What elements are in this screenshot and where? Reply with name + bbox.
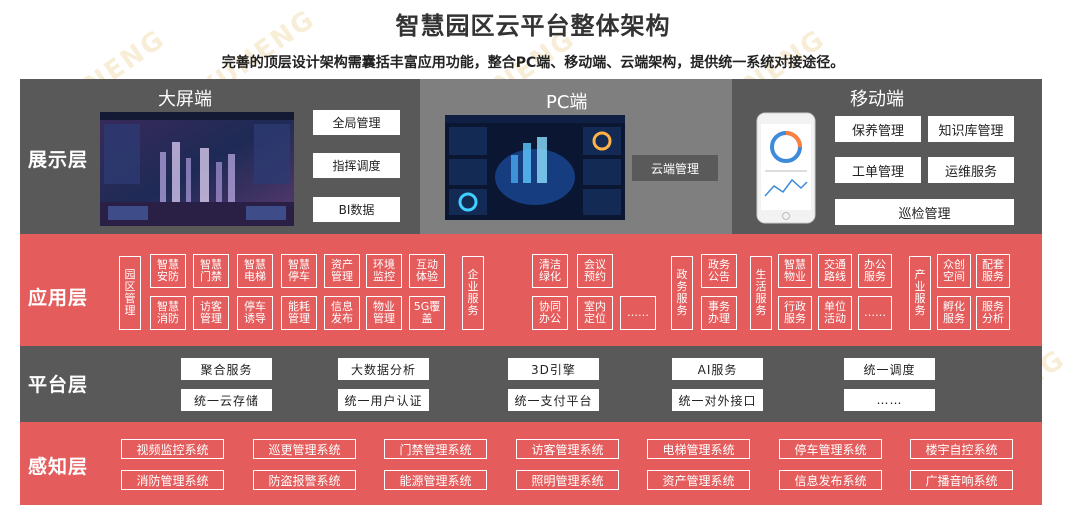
app-service-box: 互动体验 [409,254,445,288]
display-layer-label: 展示层 [28,149,89,171]
app-service-box: 政务服务 [671,256,693,330]
perception-system-box: 资产管理系统 [647,470,750,490]
page-subtitle: 完善的顶层设计架构需囊括丰富应用功能，整合PC端、移动端、云端架构，提供统一系统… [221,55,845,71]
platform-service-box: 聚合服务 [181,358,272,380]
app-service-box: 停车诱导 [237,296,273,330]
big-screen-title: 大屏端 [158,89,212,110]
app-service-box: 产业服务 [909,256,931,330]
app-service-box: 会议预约 [577,254,613,288]
app-service-box: 智慧物业 [778,254,812,288]
perception-system-box: 楼宇自控系统 [910,439,1013,459]
perception-system-box: 广播音响系统 [910,470,1013,490]
app-service-box: 众创空间 [937,254,971,288]
platform-service-box: …… [844,389,935,411]
app-service-box: 协同办公 [532,296,568,330]
app-service-box: 智慧电梯 [237,254,273,288]
app-service-box: 室内定位 [577,296,613,330]
perception-system-box: 访客管理系统 [516,439,619,459]
app-service-box: 访客管理 [193,296,229,330]
perception-layer-band [20,422,1042,505]
app-service-box: 政务公告 [701,254,737,288]
app-service-box: 行政服务 [778,296,812,330]
pc-title: PC端 [546,92,588,113]
app-service-box: 园区管理 [119,256,141,330]
mobile-item: 巡检管理 [835,199,1014,225]
app-service-box: 交通路线 [818,254,852,288]
platform-service-box: 统一支付平台 [508,389,599,411]
big-screen-item: BI数据 [313,197,400,222]
app-service-box: 智慧停车 [281,254,317,288]
perception-system-box: 防盗报警系统 [253,470,356,490]
perception-system-box: 照明管理系统 [516,470,619,490]
perception-layer-label: 感知层 [28,456,89,478]
big-screen-item: 指挥调度 [313,153,400,178]
app-service-box: 企业服务 [462,256,484,330]
app-service-box: 物业管理 [366,296,402,330]
app-service-box: 智慧安防 [150,254,186,288]
perception-system-box: 消防管理系统 [121,470,224,490]
platform-layer-label: 平台层 [28,374,89,396]
big-screen-image [100,112,294,226]
application-layer-band [20,234,1042,346]
platform-service-box: AI服务 [672,358,763,380]
platform-service-box: 3D引擎 [508,358,599,380]
app-service-box: 服务分析 [976,296,1010,330]
app-service-box: 单位活动 [818,296,852,330]
perception-system-box: 视频监控系统 [121,439,224,459]
app-service-box: 能耗管理 [281,296,317,330]
app-service-box: …… [858,296,892,330]
app-service-box: 资产管理 [324,254,360,288]
pc-item: 云端管理 [632,155,718,181]
perception-system-box: 能源管理系统 [384,470,487,490]
app-service-box: 智慧门禁 [193,254,229,288]
app-service-box: 配套服务 [976,254,1010,288]
app-service-box: 信息发布 [324,296,360,330]
big-screen-item: 全局管理 [313,110,400,135]
perception-system-box: 信息发布系统 [779,470,882,490]
app-service-box: …… [620,296,656,330]
app-service-box: 办公服务 [858,254,892,288]
page-title: 智慧园区云平台整体架构 [395,12,671,40]
app-service-box: 清洁绿化 [532,254,568,288]
perception-system-box: 停车管理系统 [779,439,882,459]
perception-system-box: 门禁管理系统 [384,439,487,459]
app-service-box: 事务办理 [701,296,737,330]
platform-service-box: 统一对外接口 [672,389,763,411]
mobile-item: 工单管理 [835,157,921,183]
mobile-item: 知识库管理 [928,116,1014,142]
platform-service-box: 大数据分析 [338,358,429,380]
app-service-box: 5G覆盖 [409,296,445,330]
platform-service-box: 统一调度 [844,358,935,380]
mobile-title: 移动端 [850,89,904,110]
app-service-box: 生活服务 [750,256,772,330]
platform-service-box: 统一云存储 [181,389,272,411]
mobile-item: 保养管理 [835,116,921,142]
perception-system-box: 巡更管理系统 [253,439,356,459]
platform-service-box: 统一用户认证 [338,389,429,411]
app-service-box: 孵化服务 [937,296,971,330]
app-service-box: 环境监控 [366,254,402,288]
pc-screen-image [445,115,625,220]
mobile-phone-image [756,112,816,224]
application-layer-label: 应用层 [28,287,89,309]
mobile-item: 运维服务 [928,157,1014,183]
perception-system-box: 电梯管理系统 [647,439,750,459]
app-service-box: 智慧消防 [150,296,186,330]
